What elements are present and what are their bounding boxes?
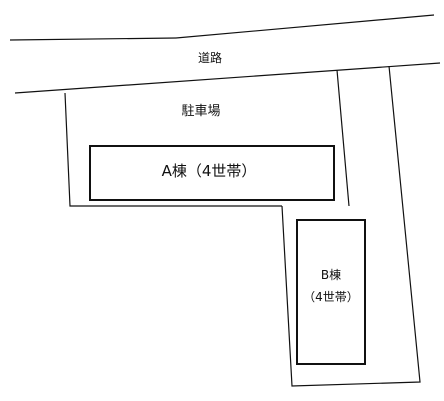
road-label: 道路: [197, 51, 222, 65]
parking-label: 駐車場: [181, 104, 221, 119]
site-boundary-right-lot: [281, 65, 421, 387]
road-upper-edge-2: [175, 14, 435, 39]
site-boundary-inner: [336, 69, 350, 207]
site-boundary-left-lot: [64, 92, 282, 207]
road-upper-edge: [9, 37, 177, 41]
building-b-label: B棟: [320, 268, 342, 282]
building-a-label: A棟（4世帯）: [161, 162, 257, 180]
building-b-units-label: （4世帯）: [303, 290, 359, 304]
road-lower-edge: [14, 62, 441, 94]
building-a-outline: [89, 145, 335, 201]
building-b-outline: [296, 219, 366, 365]
